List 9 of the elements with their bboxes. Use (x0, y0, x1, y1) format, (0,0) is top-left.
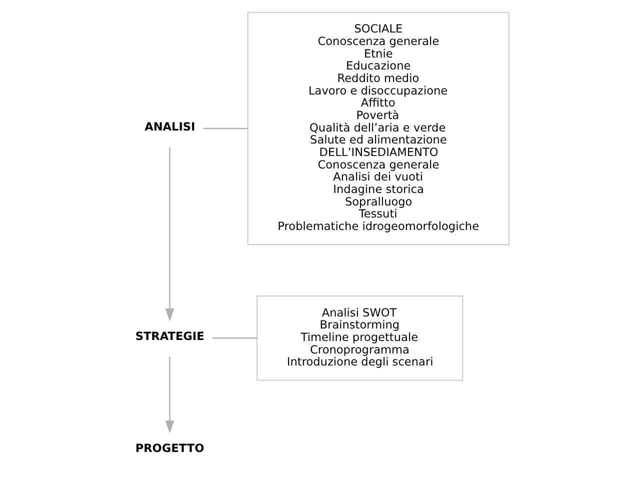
node-box: Analisi SWOT Brainstorming Timeline progettuale Cronoprogramma Introduzione degli scenari (256, 295, 463, 381)
node-box: SOCIALE Conoscenza generale Etnie Educazione Reddito medio Lavoro e disoccupazione Affitto Povertà Qualità dell’aria e verde Salute ed alimentazione DELL’INSEDIAMENTO Conoscenza generale Analisi dei vuoti Indagine storica Sopralluogo Tessuti Problematiche idrogeomorfologiche (246, 12, 509, 246)
arrow (164, 356, 174, 434)
node-text: ANALISI (144, 120, 195, 134)
node-text: STRATEGIE (134, 330, 204, 343)
node-text: PROGETTO (134, 442, 204, 455)
arrow (164, 147, 174, 322)
connector (212, 338, 257, 339)
connector (202, 128, 248, 130)
